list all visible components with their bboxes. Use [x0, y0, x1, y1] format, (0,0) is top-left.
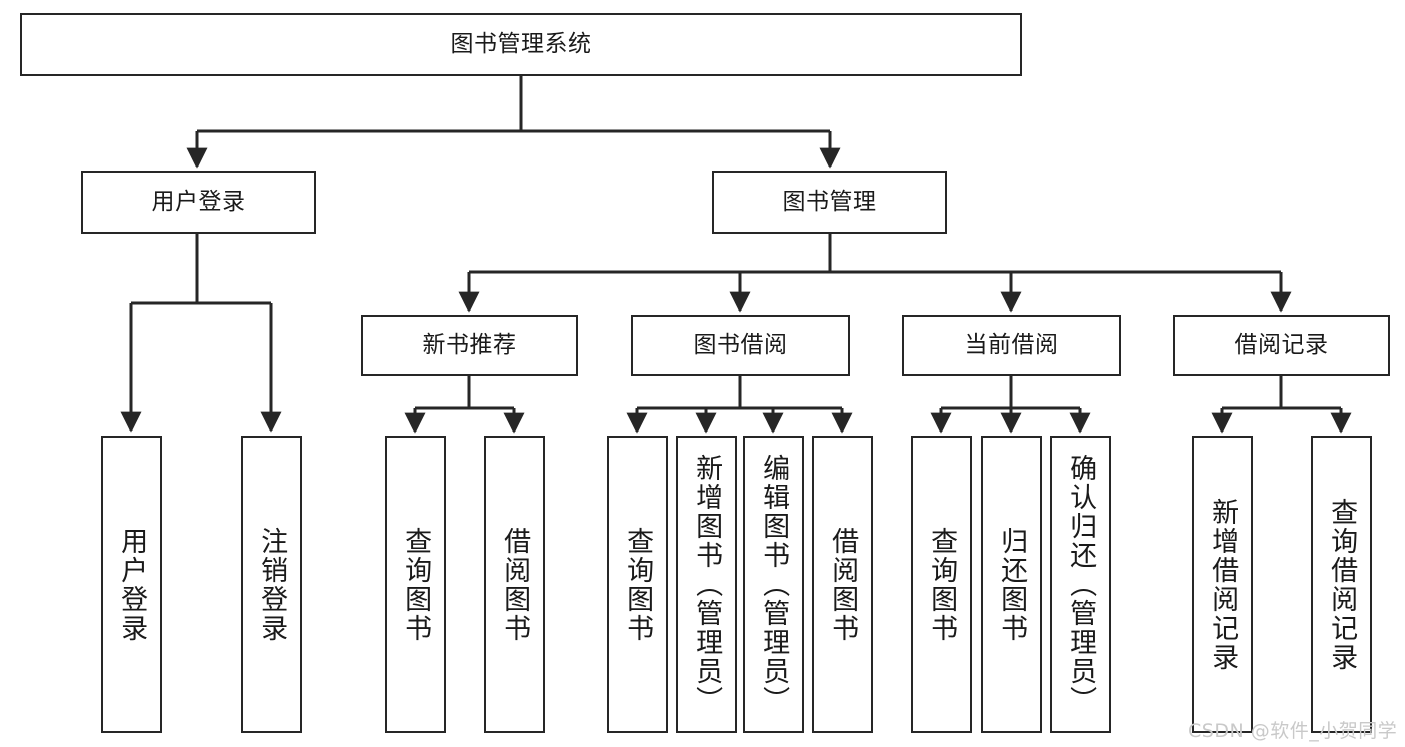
- node-label: 归还图书: [996, 526, 1028, 643]
- leaf-user-login[interactable]: 用户登录: [101, 436, 162, 733]
- leaf-edit-book-admin[interactable]: 编辑图书（管理员）: [743, 436, 804, 733]
- connector-group-new-book: [404, 376, 525, 434]
- connector-group-user-login: [120, 234, 282, 433]
- leaf-query-book-current[interactable]: 查询图书: [911, 436, 972, 733]
- node-label: 新书推荐: [422, 332, 517, 358]
- node-label: 借阅图书: [499, 526, 531, 643]
- node-label: 新增借阅记录: [1207, 497, 1239, 672]
- node-label: 当前借阅: [964, 332, 1059, 358]
- node-label: 图书管理: [782, 189, 877, 215]
- node-label: 查询借阅记录: [1326, 497, 1358, 672]
- node-book-management[interactable]: 图书管理: [712, 171, 947, 234]
- node-label: 图书管理系统: [450, 31, 592, 57]
- leaf-query-book-recommend[interactable]: 查询图书: [385, 436, 446, 733]
- leaf-query-borrow-record[interactable]: 查询借阅记录: [1311, 436, 1372, 733]
- leaf-query-book-borrow[interactable]: 查询图书: [607, 436, 668, 733]
- node-label: 用户登录: [151, 189, 246, 215]
- connector-group-book-borrow: [626, 376, 853, 434]
- leaf-confirm-return-admin[interactable]: 确认归还（管理员）: [1050, 436, 1111, 733]
- node-label: 借阅图书: [827, 526, 859, 643]
- node-borrow-record[interactable]: 借阅记录: [1173, 315, 1390, 376]
- node-label: 图书借阅: [693, 332, 788, 358]
- node-label: 查询图书: [622, 526, 654, 643]
- node-label: 用户登录: [116, 526, 148, 643]
- leaf-add-borrow-record[interactable]: 新增借阅记录: [1192, 436, 1253, 733]
- node-label: 查询图书: [400, 526, 432, 643]
- node-label: 确认归还（管理员）: [1065, 454, 1097, 715]
- node-label: 注销登录: [256, 526, 288, 643]
- connector-group-current-borrow: [930, 376, 1091, 434]
- leaf-add-book-admin[interactable]: 新增图书（管理员）: [676, 436, 737, 733]
- leaf-borrow-book[interactable]: 借阅图书: [812, 436, 873, 733]
- leaf-borrow-book-recommend[interactable]: 借阅图书: [484, 436, 545, 733]
- node-label: 编辑图书（管理员）: [758, 454, 790, 715]
- leaf-user-logout[interactable]: 注销登录: [241, 436, 302, 733]
- node-root-system[interactable]: 图书管理系统: [20, 13, 1022, 76]
- node-user-login[interactable]: 用户登录: [81, 171, 316, 234]
- connector-group-root: [186, 76, 841, 169]
- csdn-watermark: CSDN @软件_小贺同学: [1188, 720, 1398, 742]
- connector-group-borrow-record: [1211, 376, 1352, 434]
- node-new-book-recommend[interactable]: 新书推荐: [361, 315, 578, 376]
- node-label: 新增图书（管理员）: [691, 454, 723, 715]
- node-label: 查询图书: [926, 526, 958, 643]
- node-current-borrow[interactable]: 当前借阅: [902, 315, 1121, 376]
- leaf-return-book[interactable]: 归还图书: [981, 436, 1042, 733]
- node-label: 借阅记录: [1234, 332, 1329, 358]
- connector-group-book-mgmt: [458, 234, 1292, 313]
- node-book-borrow[interactable]: 图书借阅: [631, 315, 850, 376]
